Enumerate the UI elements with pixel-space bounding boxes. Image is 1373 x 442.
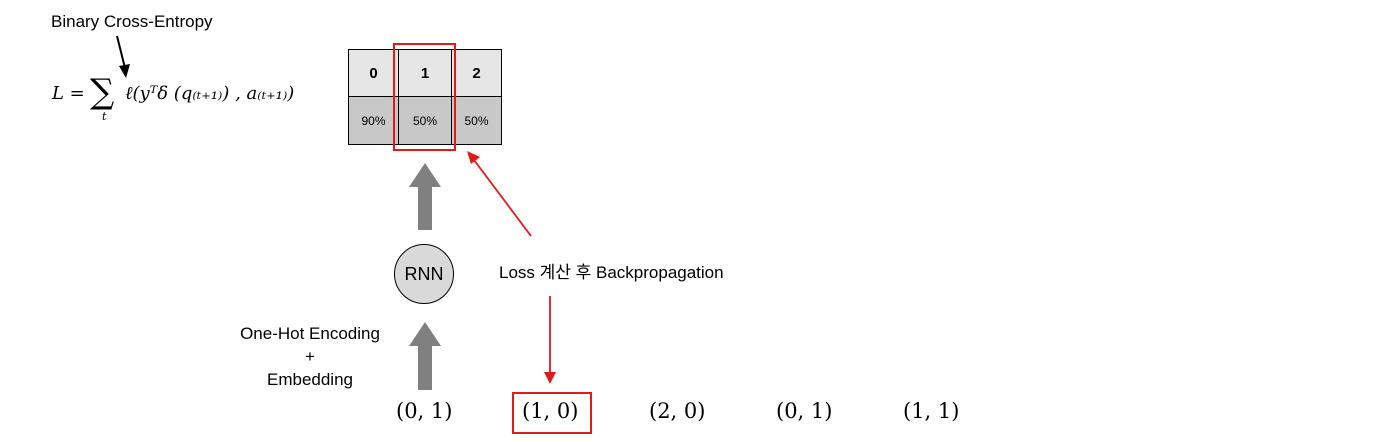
encoding-label: One-Hot Encoding + Embedding <box>224 322 396 391</box>
table-value-1: 50% <box>399 97 451 145</box>
table-value-0: 90% <box>348 97 399 145</box>
input-to-rnn-arrow <box>409 322 441 390</box>
sequence-item-1: (1, 0) <box>522 399 579 423</box>
encoding-line-2: + <box>305 347 315 366</box>
sequence-item-3: (0, 1) <box>776 399 833 423</box>
loss-backprop-label: Loss 계산 후 Backpropagation <box>499 263 724 282</box>
sequence-item-2: (2, 0) <box>649 399 706 423</box>
table-header-2: 2 <box>451 49 502 97</box>
table-value-2: 50% <box>451 97 502 145</box>
backprop-arrow-head <box>467 151 480 164</box>
table-header-0: 0 <box>348 49 399 97</box>
backprop-arrow-line <box>473 159 532 237</box>
encoding-line-3: Embedding <box>266 370 353 389</box>
rnn-label: RNN <box>404 263 444 284</box>
loss-arrow-head <box>544 372 556 384</box>
sequence-item-0: (0, 1) <box>396 399 453 423</box>
sequence-item-4: (1, 1) <box>903 399 960 423</box>
formula-lhs: L = <box>52 83 85 104</box>
rnn-to-table-arrow <box>409 163 441 230</box>
table-header-1: 1 <box>399 49 451 97</box>
sigma-symbol: ∑ <box>90 72 115 112</box>
title-pointer-line <box>116 35 126 69</box>
highlight-sequence-box <box>512 392 592 434</box>
highlight-column-box <box>393 43 456 151</box>
loss-function-title: Binary Cross-Entropy <box>51 12 213 31</box>
encoding-line-1: One-Hot Encoding <box>240 324 380 343</box>
loss-formula: L = ∑ t ℓ(yᵀδ (q₍ₜ₊₁₎) , a₍ₜ₊₁₎) <box>52 72 352 134</box>
sum-index: t <box>102 110 107 123</box>
probability-table: 0 1 2 90% 50% 50% <box>348 49 502 145</box>
title-pointer-head <box>119 64 130 78</box>
rnn-node: RNN <box>394 244 454 304</box>
formula-rhs: ℓ(yᵀδ (q₍ₜ₊₁₎) , a₍ₜ₊₁₎) <box>125 83 295 104</box>
